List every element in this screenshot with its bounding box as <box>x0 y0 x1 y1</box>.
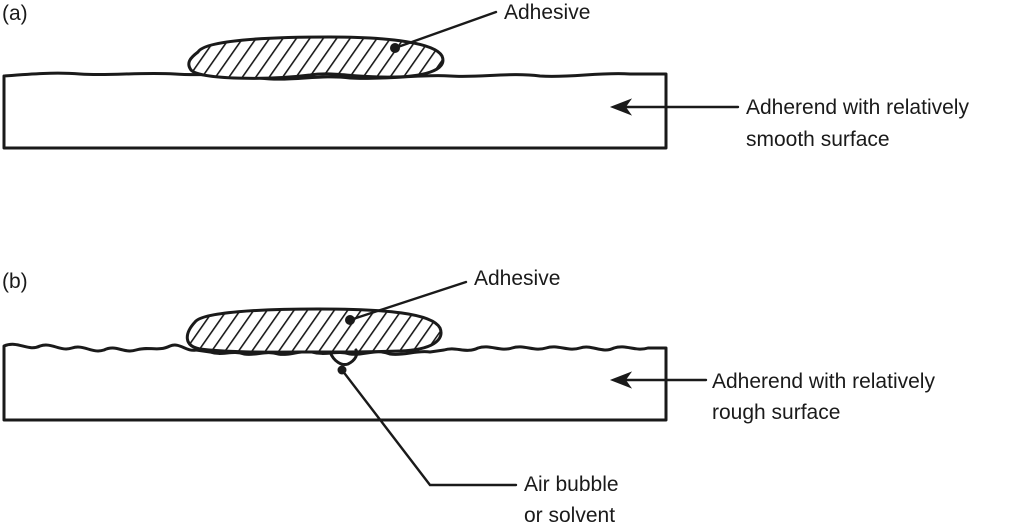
adhesive-label-a: Adhesive <box>504 1 590 24</box>
bubble-label-line2: or solvent <box>524 504 615 526</box>
bubble-leader <box>340 368 518 487</box>
panel-a-tag: (a) <box>2 2 28 25</box>
adhesive-leader-dot-a <box>390 43 400 53</box>
rough-adherend <box>2 342 668 422</box>
adhesive-blob-b <box>185 307 443 354</box>
adhesive-leader-dot-b <box>345 315 355 325</box>
bubble-label-line1: Air bubble <box>524 473 619 496</box>
air-bubble <box>328 348 359 366</box>
adherend-label-b-line1: Adherend with relatively <box>712 370 935 393</box>
adherend-arrowhead-b <box>609 371 633 389</box>
smooth-adherend <box>2 71 668 150</box>
adherend-arrowhead-a <box>609 98 633 116</box>
adherend-label-b-line2: rough surface <box>712 401 840 424</box>
adherend-label-a-line1: Adherend with relatively <box>746 96 969 119</box>
adhesive-label-b: Adhesive <box>474 267 560 290</box>
adhesive-leader-a <box>393 10 498 50</box>
adhesive-leader-b <box>348 280 468 322</box>
adhesive-blob-a <box>187 35 445 80</box>
panel-b: (b) Adhesive Air bubble or solvent Adher… <box>2 267 935 526</box>
panel-b-tag: (b) <box>2 270 28 293</box>
panel-a: (a) Adhesive Adherend with relatively sm… <box>2 1 969 151</box>
bubble-leader-dot <box>337 365 347 375</box>
adherend-label-a-line2: smooth surface <box>746 128 890 151</box>
